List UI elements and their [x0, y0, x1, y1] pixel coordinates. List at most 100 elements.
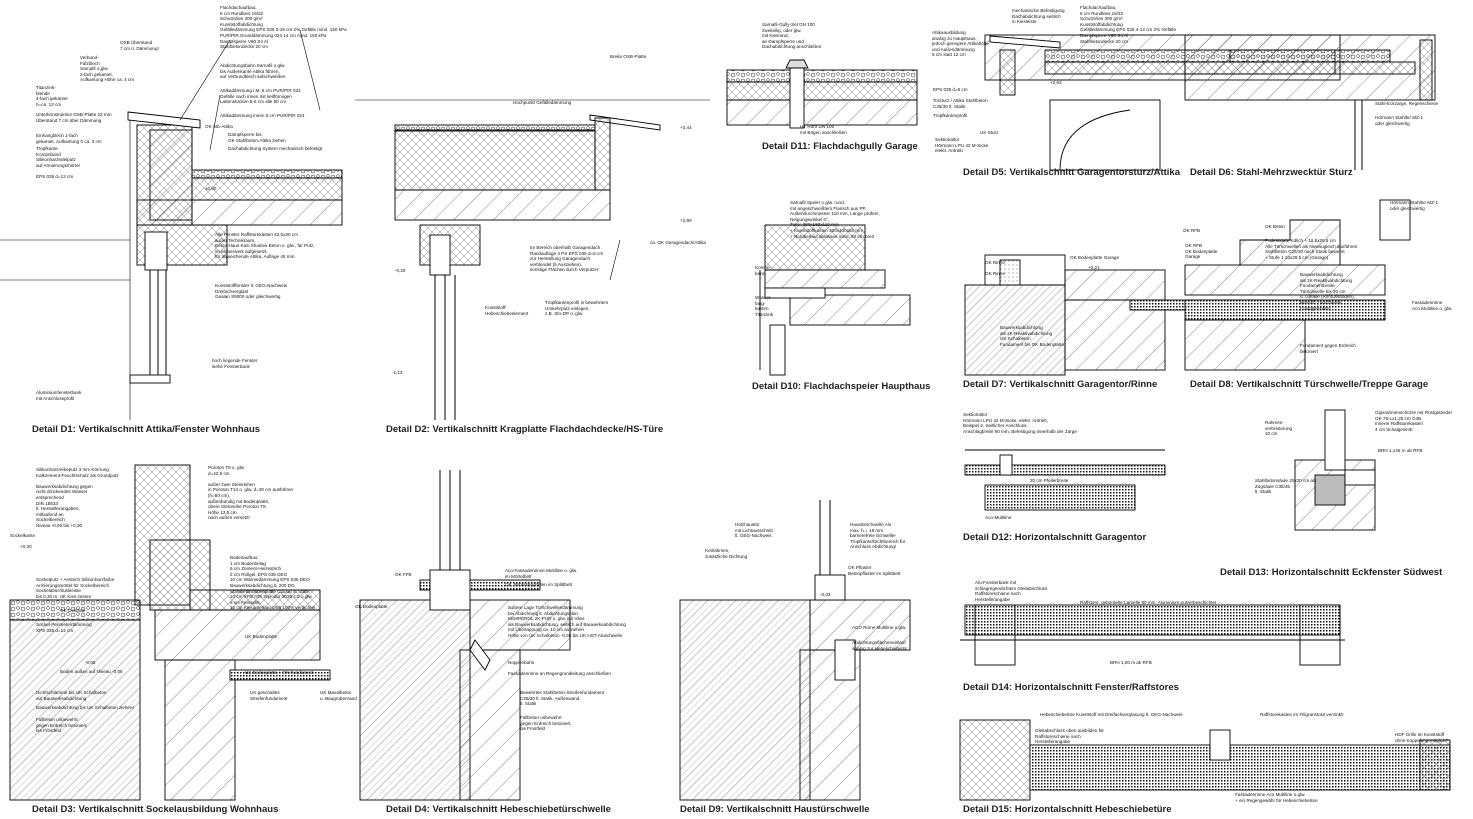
window-frame-corner: [1324, 409, 1346, 471]
annotation-d3-perim: Sockel-Perimeterdämmung XPS 035 d=12 cm: [36, 622, 92, 633]
leader-line: [179, 39, 231, 121]
annotation-d3-putz: Sockelputz + Anstrich Silikonharzfarbe A…: [36, 577, 115, 599]
aco-drain: [834, 639, 856, 681]
drain-pipe: [469, 639, 491, 671]
annotation-d4-fass: Fassadenrinne an Regengrundleitung ansch…: [508, 671, 611, 676]
annotation-d2-garage: Im Bereich oberhalb Garagendach Randaufl…: [530, 245, 604, 273]
door-frame: [999, 454, 1013, 476]
level-mark-ukbp: UK Bodenplatte: [245, 634, 278, 639]
roof-insulation: [394, 129, 596, 191]
concrete-slab: [726, 99, 918, 126]
annotation-d9-pfl: OK Pflaster Betonpflaster im Splittbett: [848, 565, 901, 576]
level-mark-v7: -1,13: [392, 370, 403, 375]
detail-title-d3: Detail D3: Vertikalschnitt Sockelausbild…: [32, 804, 279, 815]
annotation-d3-ukmax: UK Maxalbeton u. Baugrubenrand: [320, 690, 357, 701]
annotation-d10-wasser: Wasser- fang- kasten Titanzink: [755, 295, 774, 317]
roof-insulation: [726, 81, 918, 101]
parapet-capping: [127, 111, 201, 129]
annotation-d7-rinne: OK Rinne: [985, 260, 1005, 265]
annotation-d1-misc: Tropfkante Kompriband Silikonharzedelput…: [36, 146, 80, 179]
annotation-d1-attika: Attikadämmung i.M. 6 cm PUR/PIR 024 Gefä…: [220, 88, 301, 105]
annotation-d8-fund: Fundament gegen Erdreich betoniert: [1300, 343, 1356, 354]
annotation-d15-glas: Gleitabschluss oben ausbilden für Raffst…: [1035, 728, 1104, 745]
annotation-d9-holz: Holzhaustür mit Lichtausschnitt lt. GEG-…: [735, 522, 773, 539]
detail-title-d10: Detail D10: Flachdachspeier Haupthaus: [752, 381, 931, 392]
annotation-d15-hebe: Hebeschiebetüre Kunststoff mit Dreifachv…: [1040, 712, 1183, 717]
floor-slab: [809, 599, 911, 651]
foundation: [1064, 299, 1166, 371]
terrace-slabs: [419, 579, 541, 591]
attika-insulation: [594, 117, 611, 191]
soil: [679, 599, 811, 801]
annotation-d7-abd: Bauwerksabdichtung als 2K-Reaktivabdicht…: [1000, 325, 1065, 347]
concrete-slab: [764, 269, 886, 289]
floor-strip: [964, 464, 1166, 476]
annotation-d1-hoch: hoch liegende Fenster siehe Fensterbank: [212, 358, 258, 369]
annotation-d13-brh: BRH 1,125 m ab RFB: [1378, 448, 1423, 453]
annotation-d9-schw: Haustürschwelle Alu max. h = 18 mm barri…: [850, 522, 906, 550]
detail-title-d2: Detail D2: Vertikalschnitt Kragplatte Fl…: [386, 424, 664, 435]
annotation-d5-sek: Sektionaltor Hörmann LPU 42 M-Sicke elek…: [935, 137, 989, 154]
foundation: [164, 659, 236, 801]
roof-insulation: [764, 224, 866, 271]
leader-line: [209, 94, 221, 151]
attika-insulation: [1419, 39, 1433, 101]
detail-title-d12: Detail D12: Horizontalschnitt Garagentor: [963, 532, 1147, 543]
annotation-d9-aco: ACO Rinne Multiline o.glw.: [852, 625, 907, 630]
level-mark-okrfb: OK RFB: [1183, 228, 1201, 233]
annotation-d13-stahl: Stahlbetonsäule 20x20 cm als Zugsäule C3…: [1255, 478, 1317, 495]
annotation-d8-fassade: Fassadenrinne Aco Multiline o. glw.: [1412, 300, 1453, 311]
detail-title-d15: Detail D15: Horizontalschnitt Hebeschieb…: [963, 804, 1172, 815]
annotation-d6-tuer: Hörmann Stahltür MZ-1 oder gleichwertig: [1375, 115, 1423, 126]
annotation-d5-attika: Attikaausbildung analog zu Haupthaus, je…: [932, 30, 989, 58]
window-jamb-right: [1299, 604, 1341, 666]
annotation-d11-gully: Sarnafil-Gully-Set DN 100 zweiteilig, od…: [762, 22, 822, 50]
annotation-d2-osb: Breite OSB-Platte: [610, 54, 647, 59]
annotation-d1-dampf: Dampfsperre bis OK Stahlbeton-Attika zie…: [228, 132, 286, 143]
floor-insulation: [189, 589, 321, 611]
garage-door-section: [984, 484, 1136, 511]
annotation-d1-kunst: Kunststofffenster lt. GEG-Nachweis Dreif…: [215, 283, 288, 300]
concrete-slab-lower: [789, 294, 911, 326]
wall-insulation-right: [1419, 739, 1451, 791]
door-threshold: [1379, 199, 1411, 241]
level-mark-v4: +0,30: [20, 544, 32, 549]
detail-title-d13: Detail D13: Horizontalschnitt Eckfenster…: [1220, 567, 1443, 578]
roof-spout: [764, 287, 826, 299]
garage-door-frame: [1049, 99, 1161, 171]
annotation-d1-window: Alle Fenster Raffstorekästen 42,5x30 cm …: [215, 232, 315, 260]
annotation-d1-titan: Titanzink- blende 4-fach gekantet h=ca. …: [36, 85, 68, 107]
annotation-d8-treppe: Podeststufe Kdlich + 16,5x29,5 cm Alle T…: [1265, 238, 1358, 260]
annotation-d1-verbund: Verbund- Falzblech Sarnafil o.glw. 2-fac…: [80, 55, 135, 83]
annotation-d14-brh: BRH 1,00 m ab RFB: [1110, 660, 1152, 665]
annotation-d3-dicht: Dichtschlämme bis UK Schalbeton auf Bauw…: [36, 690, 107, 701]
detail-title-d4: Detail D4: Vertikalschnitt Hebeschiebetü…: [386, 804, 611, 815]
detail-title-d5: Detail D5: Vertikalschnitt Garagentorstu…: [963, 167, 1180, 178]
annotation-d1-roof: Flachdachaufbau: 6 cm Rundkies 16/32 Sch…: [220, 5, 347, 50]
lift-slide-panel: [1029, 744, 1451, 791]
annotation-d2-kunst: Kunststoff- Hebeschiebeelement: [485, 305, 529, 316]
detail-title-d11: Detail D11: Flachdachgully Garage: [762, 141, 918, 152]
level-mark-v8: +2,62: [1050, 80, 1062, 85]
soil: [964, 284, 1066, 376]
window-frame-head: [144, 231, 168, 271]
annotation-d13-gips: Gipsrahmenschürze mit Rüstgeländer OK 75…: [1375, 410, 1453, 432]
floor-slab: [154, 609, 321, 661]
floor-slab: [469, 599, 571, 651]
stair-step: [1184, 264, 1386, 296]
wall-insulation: [959, 719, 1031, 801]
level-mark-ukbpf: UK Bodenplatte + OK Fundament: [245, 670, 314, 675]
annotation-d15-fassade: Fassadenrinne Aco Multiline o.glw. + ein…: [1235, 792, 1318, 803]
level-mark-v9: +0,21: [1088, 265, 1100, 270]
annotation-d3-boden: Boden außen auf Niveau -0,05: [60, 669, 123, 674]
annotation-d1-einhang: Einhangblech 1-fach gekantet, Aufkantung…: [36, 133, 102, 144]
detail-title-d9: Detail D9: Vertikalschnitt Haustürschwel…: [680, 804, 870, 815]
annotation-d5-roof: Flachdachaufbau: 6 cm Rundkies 16/32 Sch…: [1080, 5, 1177, 44]
lift-slide-door-section: [439, 470, 461, 570]
annotation-d5-sturz: Torsturz / Attika Stahlbeton C25/30 lt. …: [933, 98, 988, 109]
annotation-d4-terr: OK Terrassenplatten im Splittbett: [505, 582, 573, 587]
annotation-d9-abd: Abdichtungsflächeneinlauf analog zur Heb…: [852, 640, 907, 651]
drain-channel: [984, 254, 1066, 286]
roof-insulation: [1184, 61, 1416, 75]
